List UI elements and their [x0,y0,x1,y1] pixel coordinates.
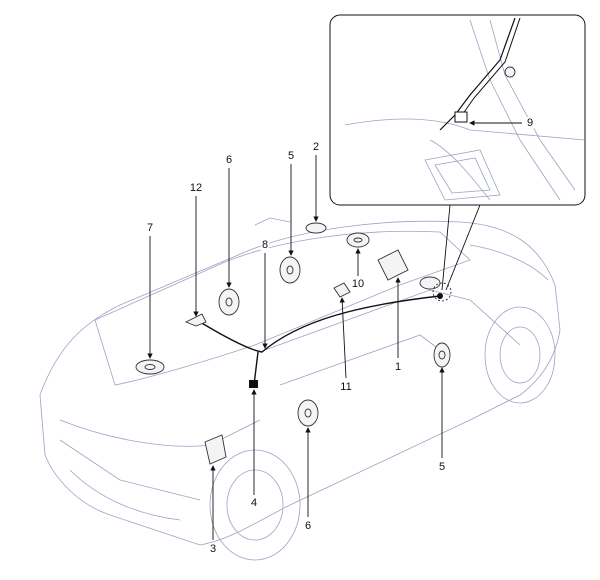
connector-4 [249,380,258,388]
callout-6-top: 6 [224,154,234,166]
module-11 [333,282,351,298]
speaker-dash-right [419,276,441,290]
callout-8: 8 [260,239,270,251]
amplifier-3 [204,434,227,465]
car-body-outline [39,217,561,561]
callout-3: 3 [208,543,218,555]
tweeter-center [305,222,327,234]
detail-inset [329,14,586,291]
callout-11: 11 [339,381,353,393]
callout-6-bottom: 6 [303,520,313,532]
callout-10: 10 [350,278,366,290]
speaker-front-door-right [433,342,451,368]
speaker-front-door-upper [279,256,301,284]
speaker-dash [346,232,370,248]
audio-unit [377,249,409,281]
callout-9: 9 [525,117,535,129]
callout-12: 12 [188,182,204,194]
callout-7: 7 [145,222,155,234]
leader-lines [147,120,522,540]
callout-4: 4 [249,497,259,509]
callout-5-top: 5 [286,150,296,162]
speaker-rear-door-lower [297,399,319,427]
callout-1: 1 [393,361,403,373]
antenna-cable [199,295,441,353]
callout-2: 2 [311,141,321,153]
speaker-rear-shelf [135,359,165,375]
callout-5-right: 5 [437,461,447,473]
speaker-rear-door-upper [218,288,240,316]
connection-point [437,293,443,299]
